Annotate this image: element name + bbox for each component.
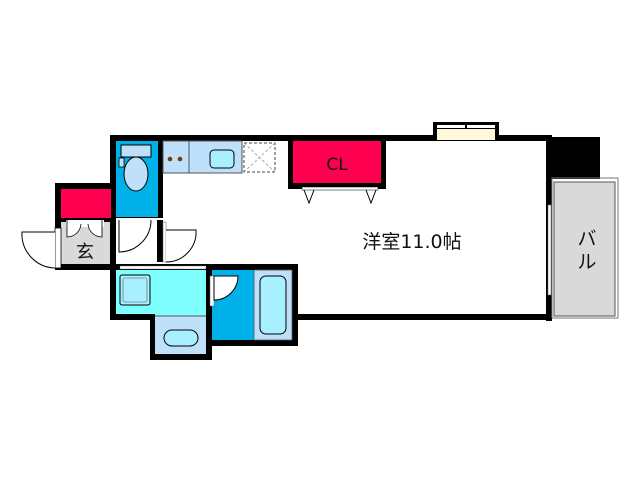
entrance-label: 玄 (76, 242, 94, 263)
toilet (110, 135, 163, 220)
bathroom (206, 264, 298, 346)
washroom (110, 264, 212, 360)
kitchen (162, 140, 276, 174)
hallway (110, 218, 197, 266)
closet-label: CL (326, 155, 348, 175)
closet: CL (288, 139, 386, 205)
balcony-label-1: バ (577, 228, 596, 250)
shoe-storage (55, 183, 115, 220)
balcony: バ ル (547, 177, 619, 319)
entrance: 玄 (21, 218, 115, 270)
balcony-label-2: ル (577, 251, 596, 273)
window-top (433, 122, 499, 140)
main-room-label: 洋室11.0帖 (362, 231, 461, 253)
